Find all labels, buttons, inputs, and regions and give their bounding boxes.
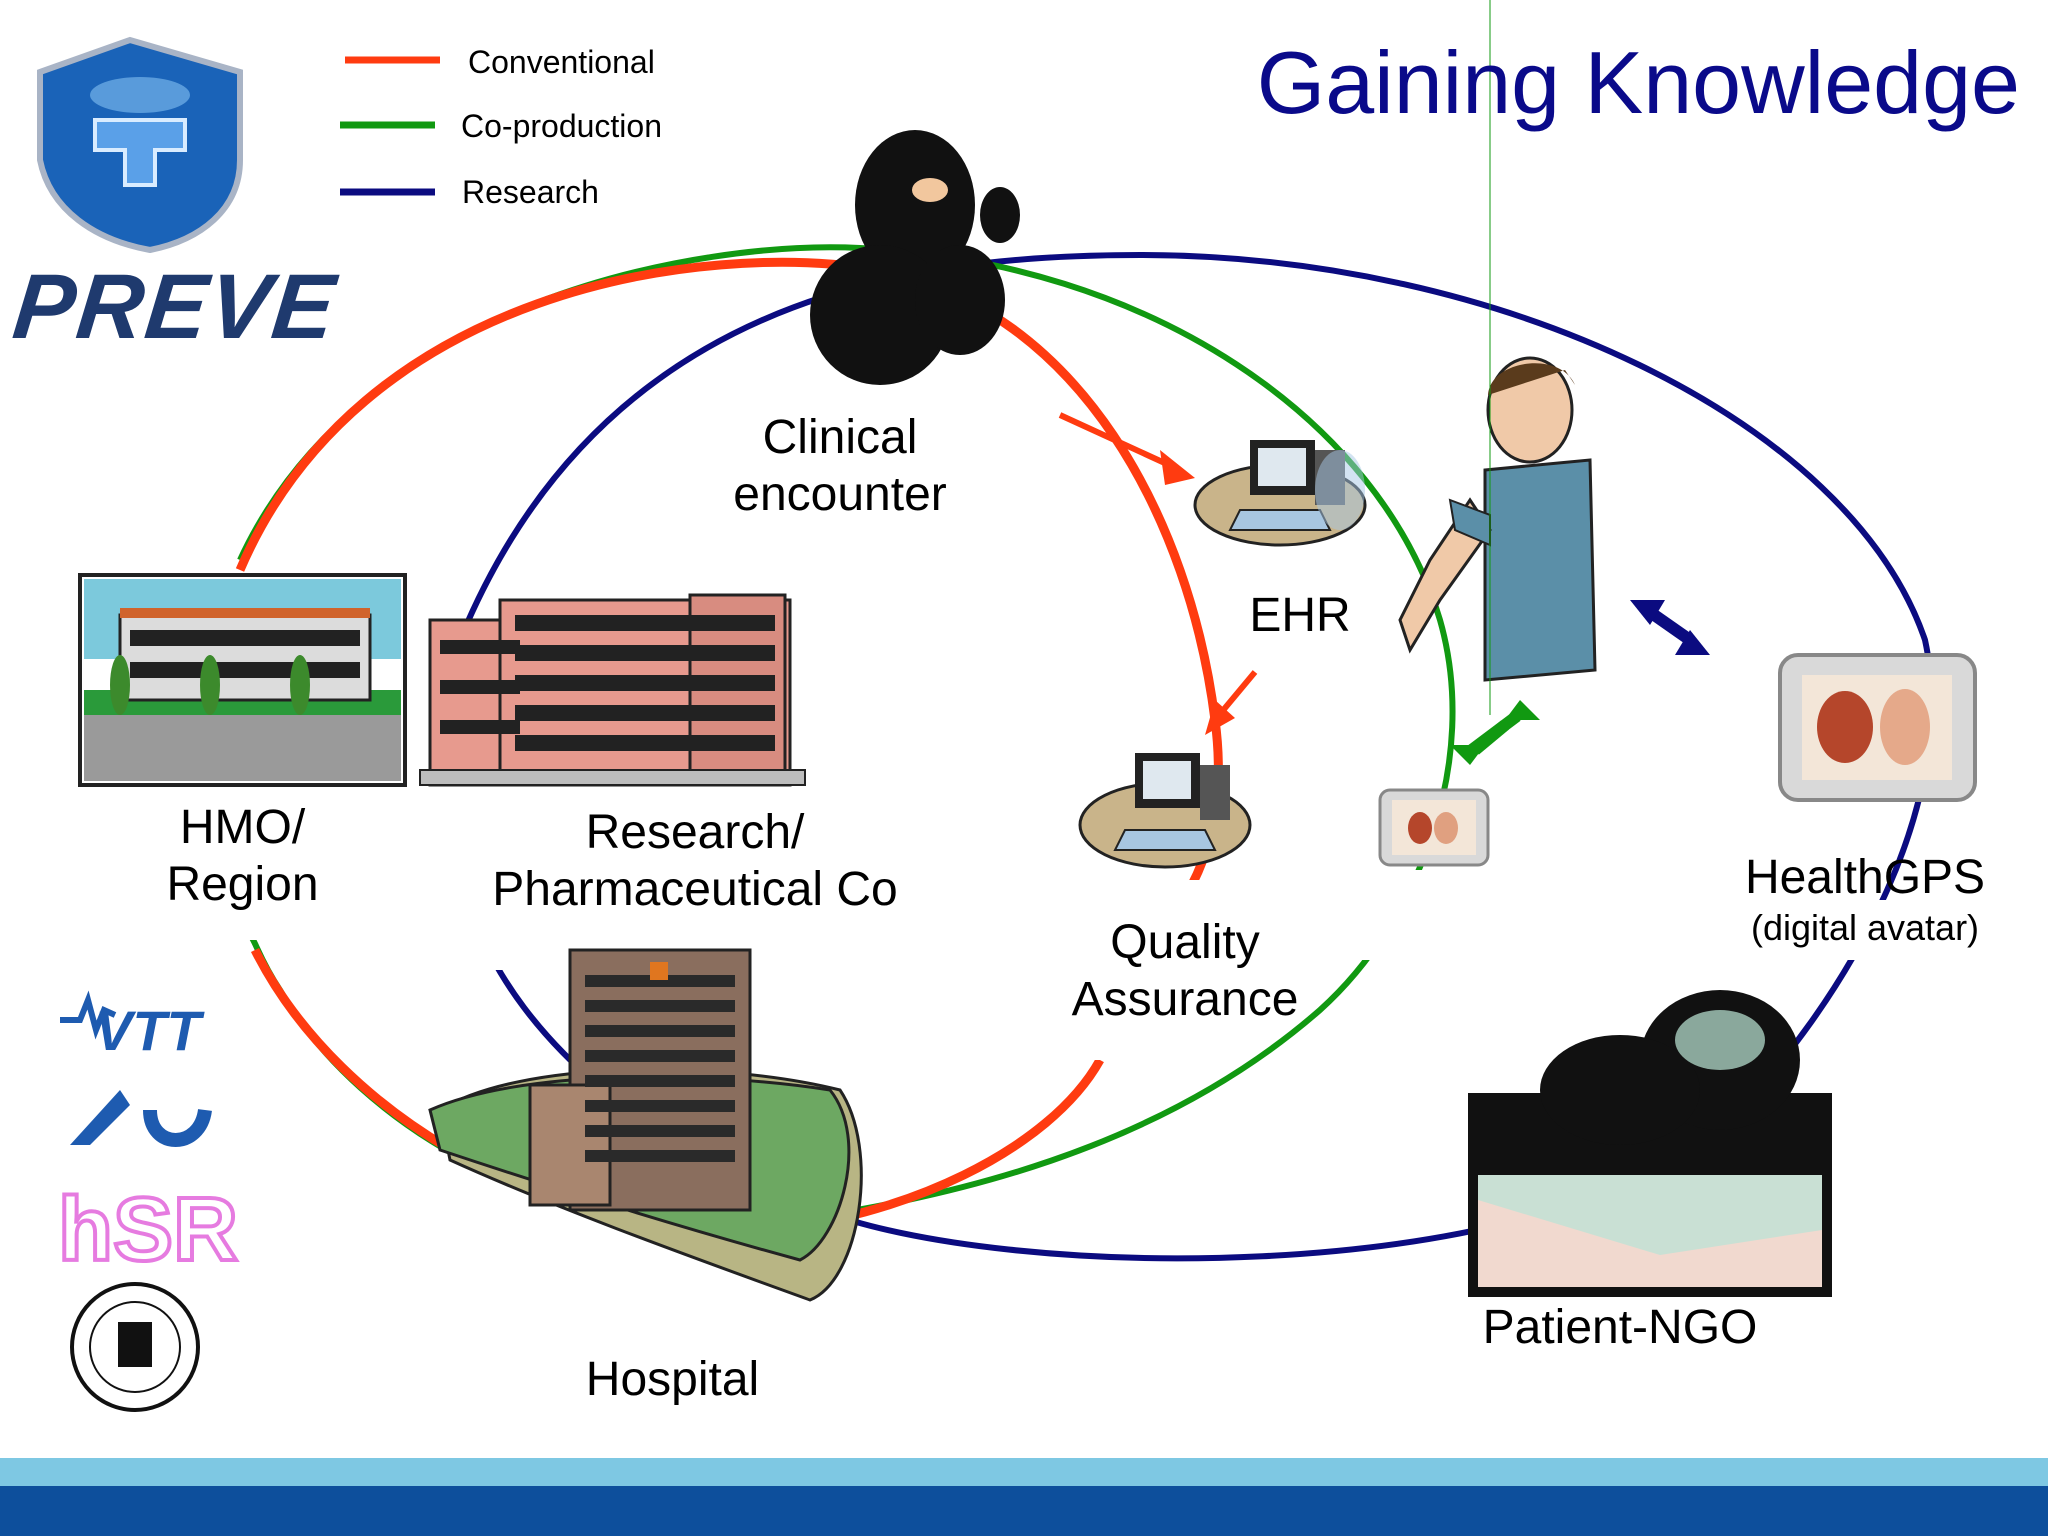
healthgps-tablet-icon xyxy=(1778,653,1977,802)
arrow-to-qa-head xyxy=(1205,700,1235,735)
double-arrow-blue-icon xyxy=(1630,600,1710,655)
page-title: Gaining Knowledge xyxy=(1256,33,2020,132)
hospital-label: Hospital xyxy=(585,1353,760,1406)
preve-shield-icon xyxy=(37,36,243,254)
healthgps-label: HealthGPS (digital avatar) xyxy=(1700,850,2030,949)
brand-name: PREVE xyxy=(8,256,342,358)
arrow-to-ehr-head xyxy=(1160,450,1195,485)
research-pharma-label-line2: Pharmaceutical Co xyxy=(492,862,898,916)
clinical-encounter-icon xyxy=(810,130,1020,385)
double-arrow-green-icon xyxy=(1450,0,1540,765)
hmo-region-label-line2: Region xyxy=(166,857,319,911)
quality-assurance-label-line2: Assurance xyxy=(1071,972,1299,1026)
aalto-logo-icon xyxy=(70,1090,212,1147)
hmo-region-label-line1: HMO/ xyxy=(179,801,306,854)
patient-ngo-label: Patient-NGO xyxy=(1482,1301,1758,1354)
hsr-logo-icon: hSR xyxy=(56,1178,240,1282)
small-tablet-icon xyxy=(1378,788,1490,867)
research-building-icon xyxy=(419,593,806,787)
arrow-to-ehr xyxy=(1058,412,1182,473)
svg-text:VTT: VTT xyxy=(95,999,206,1062)
research-pharma-label: Research/ Pharmaceutical Co xyxy=(450,805,940,918)
patient-person-icon xyxy=(1398,356,1597,682)
healthgps-label-line2: (digital avatar) xyxy=(1750,906,1980,948)
hmo-building-icon xyxy=(78,573,407,787)
vtt-logo-icon: VTT xyxy=(60,990,206,1062)
research-pharma-label-line1: Research/ xyxy=(585,806,805,859)
legend-conventional: Conventional xyxy=(468,44,655,80)
clinical-encounter-label-line2: encounter xyxy=(733,467,947,521)
legend-coproduction: Co-production xyxy=(461,108,662,144)
hospital-building-icon xyxy=(428,948,863,1302)
upv-seal-icon xyxy=(70,1282,200,1412)
footer-band-dark xyxy=(0,1486,2048,1536)
patient-ngo-scene-icon xyxy=(1468,990,1832,1297)
svg-text:hSR: hSR xyxy=(58,1180,238,1280)
quality-assurance-label-line1: Quality xyxy=(1110,916,1260,969)
footer-band-light xyxy=(0,1458,2048,1486)
coproduction-cycle xyxy=(237,244,1456,1230)
quality-assurance-label: Quality Assurance xyxy=(1040,915,1330,1028)
hmo-region-label: HMO/ Region xyxy=(120,800,365,913)
legend-research: Research xyxy=(462,174,599,210)
ehr-label: EHR xyxy=(1249,589,1351,642)
healthgps-label-line1: HealthGPS xyxy=(1744,851,1986,904)
clinical-encounter-label-line1: Clinical xyxy=(762,411,918,464)
ehr-computer-icon xyxy=(1193,440,1367,547)
quality-assurance-computer-icon xyxy=(1078,753,1252,869)
clinical-encounter-label: Clinical encounter xyxy=(690,410,990,523)
